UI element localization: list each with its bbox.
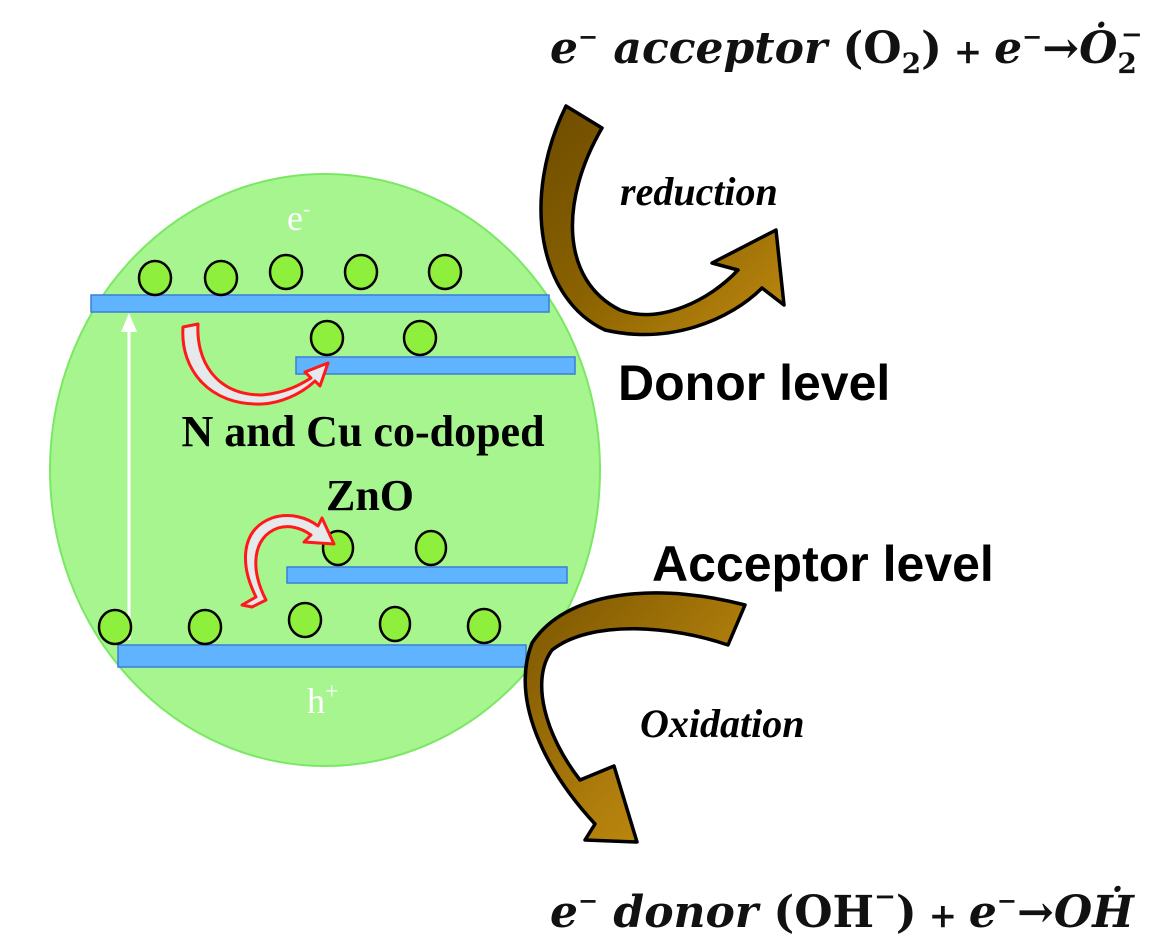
reduction-label: reduction <box>620 169 778 214</box>
material-label-line1: N and Cu co-doped <box>181 407 544 456</box>
reduction-equation: e− acceptor (O2) + e−→Ȯ2− <box>550 20 1143 80</box>
reduction-arrow <box>539 104 786 337</box>
acceptor-level-label: Acceptor level <box>652 536 994 592</box>
electron-dot <box>137 259 173 297</box>
hole-label: h+ <box>307 679 339 721</box>
donor-level-label: Donor level <box>618 355 890 411</box>
valence-band <box>117 644 527 668</box>
material-label-line2: ZnO <box>326 471 414 520</box>
conduction-electrons <box>137 253 463 297</box>
electron-dot <box>203 259 239 297</box>
electron-dot <box>309 319 345 357</box>
valence-electrons <box>97 601 502 646</box>
electron-dot <box>343 253 379 291</box>
donor-level-band <box>295 356 576 375</box>
electron-dot <box>268 253 304 291</box>
electron-dot <box>187 608 223 646</box>
excitation-arrow-head <box>121 313 137 332</box>
donor-electrons <box>309 319 438 357</box>
conduction-band <box>90 294 550 313</box>
electron-dot <box>287 601 323 639</box>
electron-dot <box>427 253 463 291</box>
oxidation-label: Oxidation <box>640 701 804 746</box>
cb-to-donor-transfer-arrow <box>181 322 330 406</box>
oxidation-equation: e− donor (OH−) + e−→OḢ <box>550 882 1135 938</box>
vb-to-acceptor-transfer-arrow <box>240 514 336 609</box>
electron-dot <box>466 607 502 645</box>
acceptor-level-band <box>286 566 568 584</box>
electron-dot <box>97 608 133 646</box>
electron-dot <box>402 319 438 357</box>
electron-label: e- <box>287 196 310 238</box>
zno-particle <box>49 173 601 767</box>
oxidation-arrow <box>523 591 747 844</box>
electron-dot <box>378 605 412 643</box>
electron-dot <box>414 529 448 567</box>
